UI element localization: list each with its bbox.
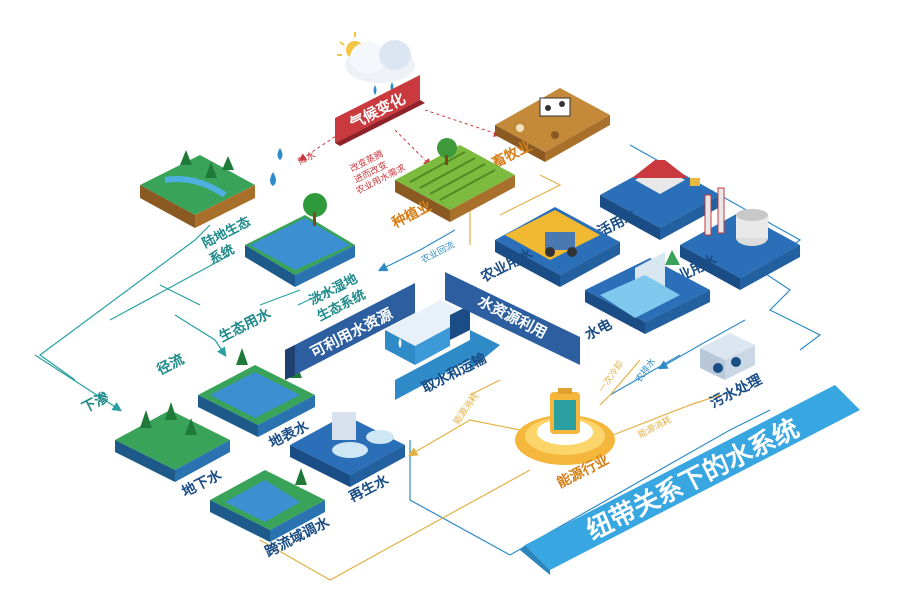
planting-label: 种植业 [388,197,434,232]
raindrops [270,148,283,186]
livestock-tile [495,88,610,162]
rain-label: 降水 [296,149,317,168]
infiltration-label: 下渗 [79,388,113,416]
wastewater-label: 污水处理 [707,371,765,412]
climate-change-banner: 气候变化 [335,75,425,146]
hydro-label: 水电 [582,316,615,344]
agri-water-tile [495,207,620,287]
weather-icon [337,32,415,98]
eco-water-label: 生态用水 [216,305,275,346]
water-truck-icon [385,300,470,365]
banner-title: 纽带关系下的水系统 [581,413,804,547]
wastewater-icon [700,333,755,380]
surface-water-tile [198,348,315,437]
runoff-label: 径流 [154,351,187,379]
return-flow-label: 农业回流 [419,239,457,266]
once-through-label: 一次冷却 [596,358,626,394]
climate-dashed-lines [298,109,502,167]
teal-flow-lines [34,224,331,412]
intake-arrow [395,330,500,400]
land-ecosystem-tile [140,150,255,228]
energy-use-label-2: 能源消耗 [636,414,674,441]
planting-tile [395,138,515,222]
reclaimed-water-tile [290,412,405,487]
groundwater-tile [115,402,230,482]
transfer-tile [210,468,325,542]
energy-icon [515,388,615,465]
wetland-tile [245,193,355,287]
blue-flow-lines [377,144,822,556]
industrial-tile [680,187,800,290]
gold-flow-lines [259,174,721,581]
hydro-tile [585,250,710,334]
